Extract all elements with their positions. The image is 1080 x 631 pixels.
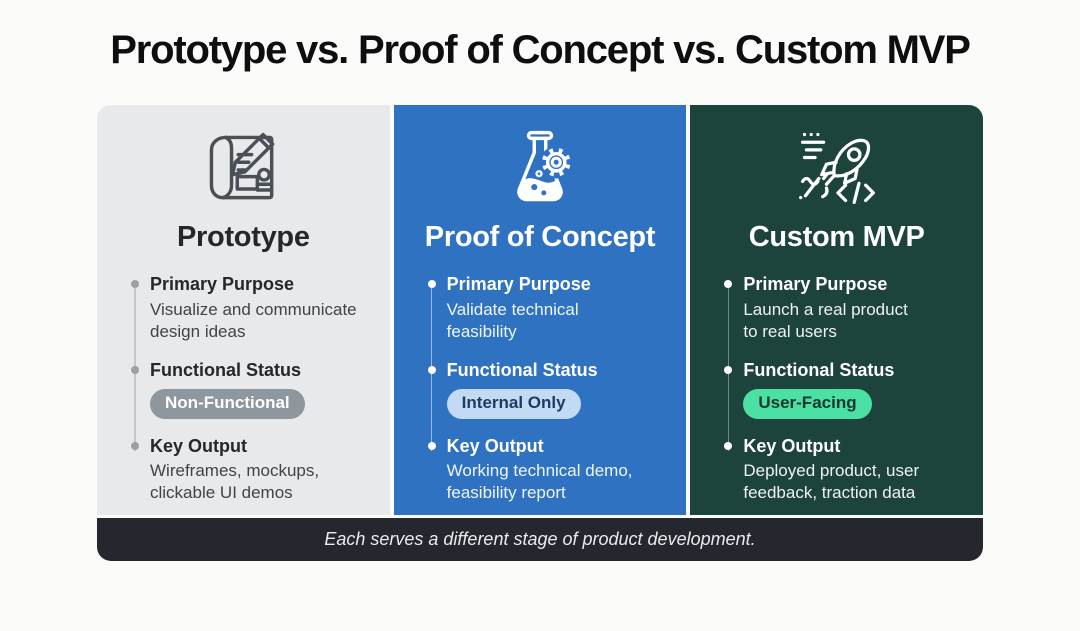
section-label: Functional Status (446, 359, 598, 380)
section-text: Working technical demo, feasibility repo… (446, 461, 633, 503)
page-title: Prototype vs. Proof of Concept vs. Custo… (110, 28, 971, 72)
section-text: Validate technical feasibility (446, 299, 579, 341)
section-label: Key Output (743, 435, 841, 456)
section-text: Visualize and communicate design ideas (150, 299, 357, 341)
icon-wrap (122, 123, 365, 213)
section-text: Deployed product, user feedback, tractio… (743, 461, 920, 503)
blueprint-pencil-icon (210, 132, 275, 200)
column-title: Proof of Concept (424, 221, 656, 253)
section-key-output: Key Output Working technical demo, feasi… (427, 435, 662, 505)
icon-wrap (419, 123, 662, 213)
column-custom-mvp: Custom MVP Primary Purpose Launch a real… (690, 105, 984, 515)
section-label: Functional Status (150, 359, 302, 380)
bullet-dot (427, 365, 436, 374)
flask-gear-icon (517, 130, 573, 202)
bullet-dot (131, 280, 139, 288)
bullet-dot (724, 280, 733, 288)
section-label: Key Output (150, 435, 247, 456)
section-functional-status: Functional Status Internal Only (427, 359, 662, 419)
section-primary-purpose: Primary Purpose Visualize and communicat… (131, 274, 365, 343)
column-prototype: Prototype Primary Purpose Visualize and … (97, 105, 390, 515)
status-badge: Non-Functional (150, 389, 305, 419)
status-badge: User-Facing (743, 389, 872, 419)
section-label: Key Output (446, 435, 544, 456)
section-text: Wireframes, mockups, clickable UI demos (150, 461, 320, 503)
timeline: Primary Purpose Validate technical feasi… (427, 274, 662, 505)
section-key-output: Key Output Wireframes, mockups, clickabl… (131, 436, 365, 505)
columns-row: Prototype Primary Purpose Visualize and … (97, 105, 984, 515)
column-title: Prototype (177, 221, 310, 253)
footer-bar: Each serves a different stage of product… (97, 518, 983, 561)
bullet-dot (724, 441, 733, 450)
status-badge: Internal Only (446, 389, 581, 419)
column-title: Custom MVP (748, 221, 925, 253)
bullet-dot (427, 280, 436, 288)
section-functional-status: Functional Status Non-Functional (131, 360, 365, 419)
section-text: Launch a real product to real users (743, 299, 908, 341)
comparison-card: Prototype Primary Purpose Visualize and … (97, 105, 984, 561)
bullet-dot (427, 441, 436, 450)
icon-wrap (715, 123, 958, 213)
timeline: Primary Purpose Visualize and communicat… (131, 274, 365, 505)
column-proof-of-concept: Proof of Concept Primary Purpose Validat… (393, 105, 687, 515)
bullet-dot (131, 365, 139, 374)
bullet-dot (724, 365, 733, 374)
section-label: Primary Purpose (446, 274, 591, 294)
section-primary-purpose: Primary Purpose Launch a real product to… (724, 274, 958, 343)
section-key-output: Key Output Deployed product, user feedba… (724, 436, 958, 505)
section-label: Primary Purpose (150, 274, 295, 294)
rocket-code-icon (798, 132, 875, 205)
section-functional-status: Functional Status User-Facing (724, 360, 958, 419)
timeline: Primary Purpose Launch a real product to… (724, 274, 958, 505)
section-primary-purpose: Primary Purpose Validate technical feasi… (427, 274, 662, 343)
section-label: Primary Purpose (743, 274, 888, 294)
section-label: Functional Status (743, 359, 895, 380)
gear-part (540, 146, 573, 179)
bullet-dot (131, 441, 139, 450)
footer-note: Each serves a different stage of product… (324, 529, 756, 549)
